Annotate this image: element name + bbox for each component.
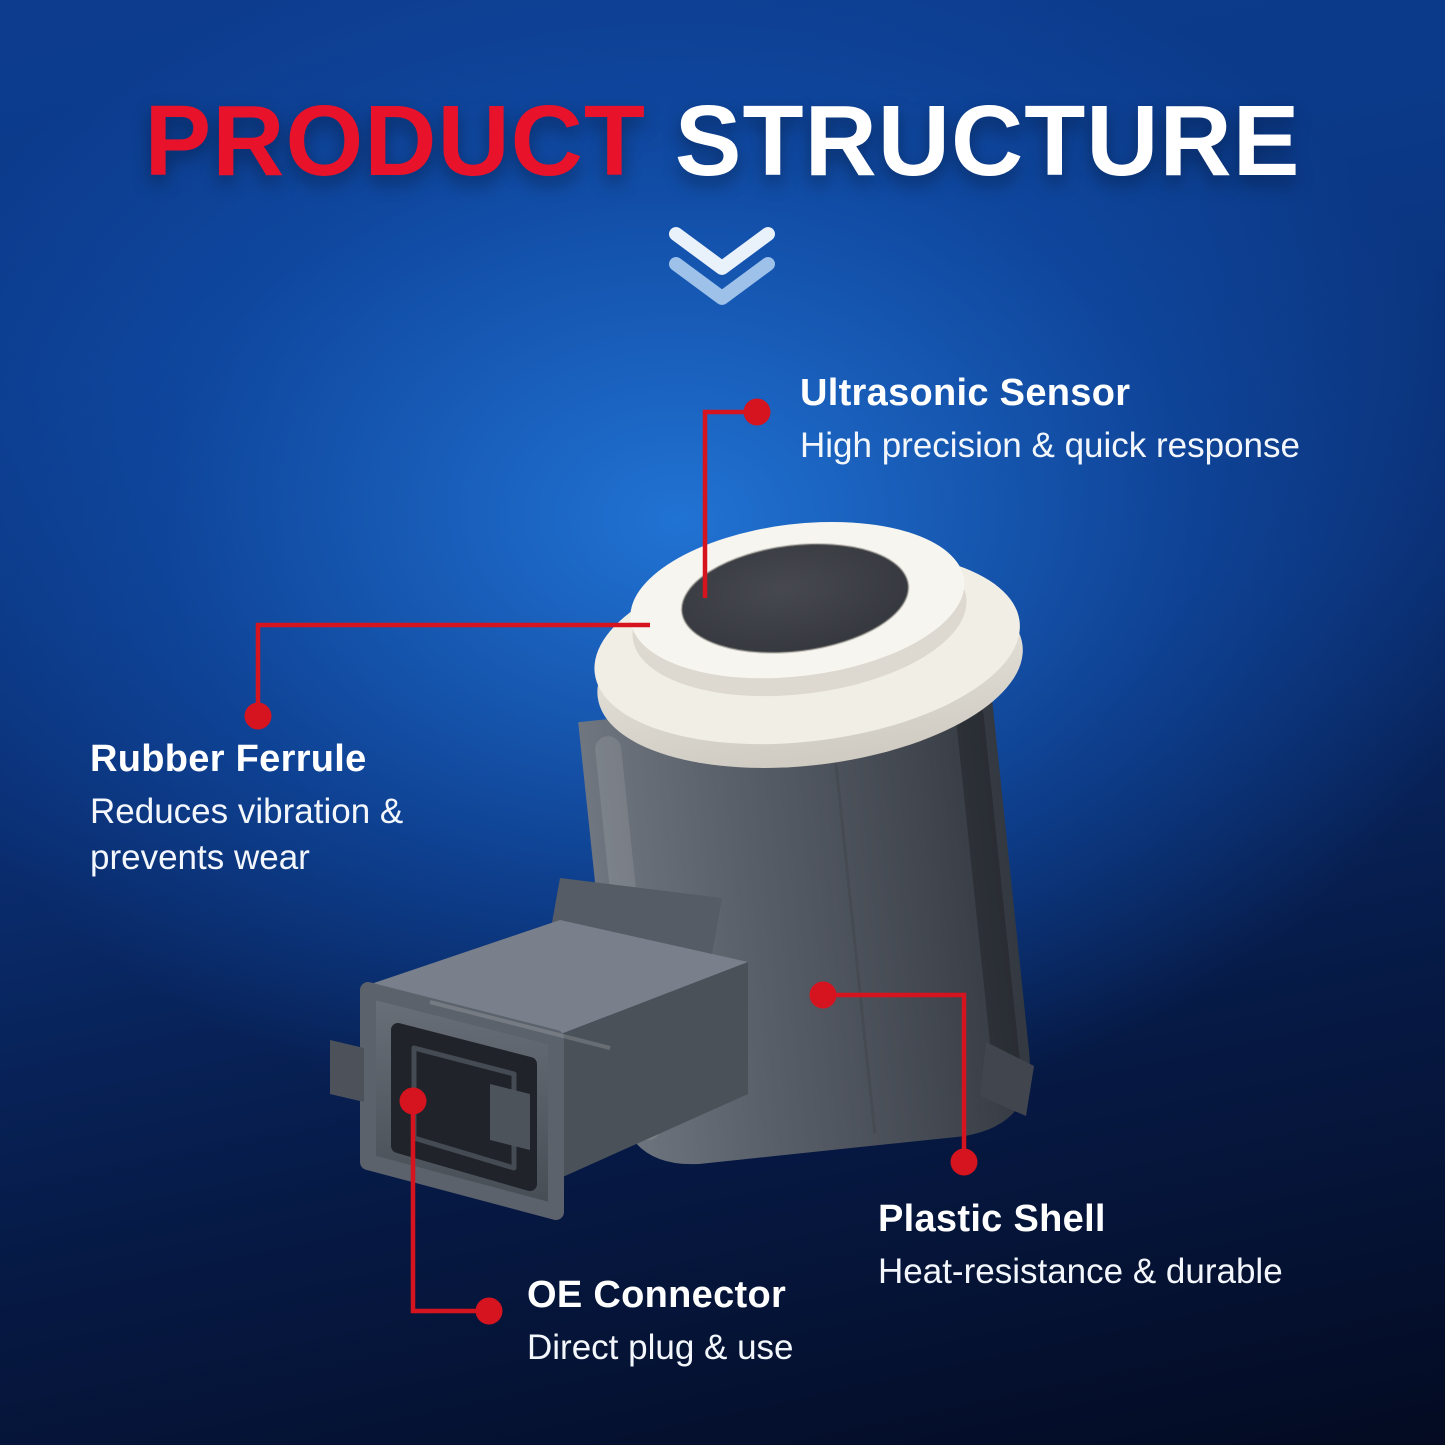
- sensor-product: [330, 521, 1034, 1220]
- callout-ferrule-desc-line1: Reduces vibration &: [90, 792, 404, 831]
- callout-shell-desc: Heat-resistance & durable: [878, 1252, 1283, 1291]
- page-title-product: PRODUCT: [144, 85, 646, 197]
- callout-dot-connector-end: [475, 1297, 503, 1325]
- page-title-structure: STRUCTURE: [674, 85, 1301, 197]
- ultrasonic-sensor-face: [681, 543, 909, 653]
- page-title: PRODUCT STRUCTURE: [0, 84, 1445, 199]
- callout-ferrule-title: Rubber Ferrule: [90, 738, 367, 780]
- chevron-down-icon: [669, 227, 775, 305]
- callout-rubber-ferrule: Rubber Ferrule Reduces vibration & preve…: [90, 738, 403, 881]
- shell-clip-tab: [980, 1042, 1034, 1116]
- callout-connector-desc: Direct plug & use: [527, 1328, 794, 1367]
- callout-ferrule-desc-line2: prevents wear: [90, 838, 310, 878]
- callout-dot-ultrasonic: [743, 398, 771, 426]
- callout-line-ferrule: [255, 622, 650, 712]
- callout-line-ultrasonic: [702, 409, 757, 598]
- callout-plastic-shell: Plastic Shell Heat-resistance & durable: [878, 1198, 1283, 1295]
- callout-oe-connector: OE Connector Direct plug & use: [527, 1274, 794, 1371]
- callout-dot-shell-start: [809, 981, 837, 1009]
- rubber-ferrule-part: [594, 521, 1023, 768]
- oe-connector-part: [330, 878, 748, 1220]
- callout-ultrasonic-sensor: Ultrasonic Sensor High precision & quick…: [800, 372, 1300, 469]
- callout-shell-title: Plastic Shell: [878, 1198, 1106, 1240]
- callout-dots: [244, 398, 978, 1325]
- callout-dot-shell-end: [950, 1148, 978, 1176]
- callout-ultrasonic-title: Ultrasonic Sensor: [800, 372, 1131, 414]
- callout-connector-title: OE Connector: [527, 1274, 787, 1316]
- callout-ultrasonic-desc: High precision & quick response: [800, 426, 1300, 465]
- callout-dot-ferrule: [244, 702, 272, 730]
- callout-lines: [255, 409, 967, 1314]
- callout-dot-connector-start: [399, 1087, 427, 1115]
- callout-line-shell: [823, 992, 967, 1158]
- callout-line-connector: [410, 1101, 487, 1314]
